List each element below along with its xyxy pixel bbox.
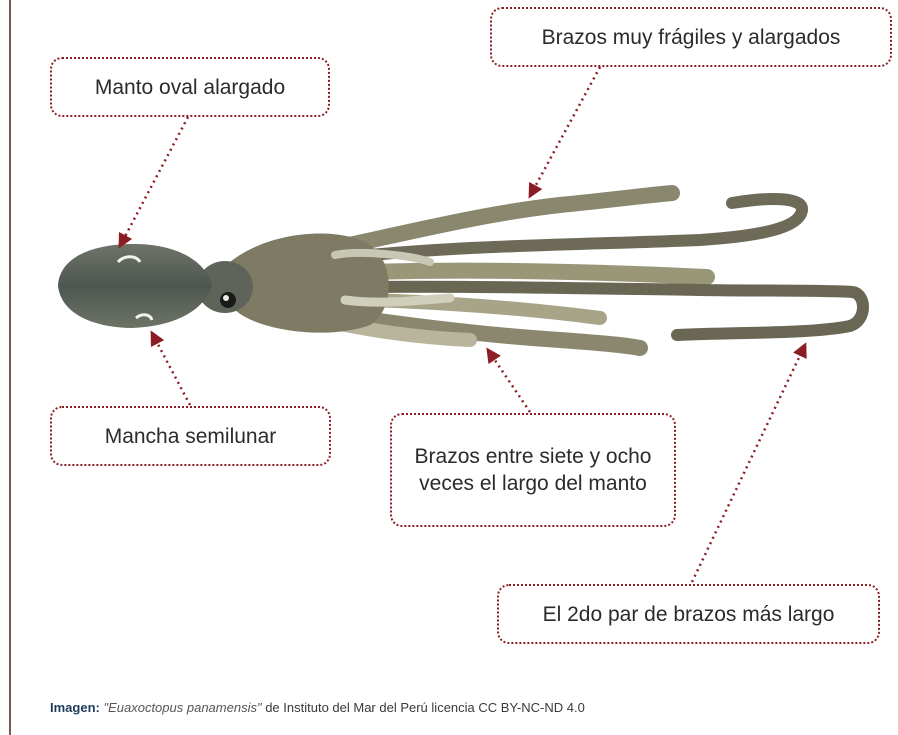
callout-second-pair: El 2do par de brazos más largo <box>497 584 880 644</box>
arrow-mantle <box>120 117 188 246</box>
callout-mantle-text: Manto oval alargado <box>95 74 285 101</box>
callout-arm-length-text: Brazos entre siete y ocho veces el largo… <box>402 443 664 497</box>
image-credit: Imagen: "Euaxoctopus panamensis" de Inst… <box>50 700 585 715</box>
credit-prefix: Imagen: <box>50 700 100 715</box>
callout-second-pair-text: El 2do par de brazos más largo <box>543 601 835 628</box>
credit-title: "Euaxoctopus panamensis" <box>103 700 261 715</box>
arm-web <box>230 234 389 333</box>
callout-spot-text: Mancha semilunar <box>105 423 277 450</box>
arrow-spot <box>152 333 190 405</box>
arrow-fragile-arms <box>530 67 600 196</box>
arrow-second-pair <box>692 345 805 582</box>
credit-source: de Instituto del Mar del Perú <box>265 700 428 715</box>
callout-fragile-arms: Brazos muy frágiles y alargados <box>490 7 892 67</box>
callout-spot: Mancha semilunar <box>50 406 331 466</box>
callout-fragile-arms-text: Brazos muy frágiles y alargados <box>542 24 841 51</box>
credit-license: licencia CC BY-NC-ND 4.0 <box>431 700 584 715</box>
arrow-arm-length <box>488 350 530 412</box>
callout-mantle: Manto oval alargado <box>50 57 330 117</box>
callout-arm-length: Brazos entre siete y ocho veces el largo… <box>390 413 676 527</box>
